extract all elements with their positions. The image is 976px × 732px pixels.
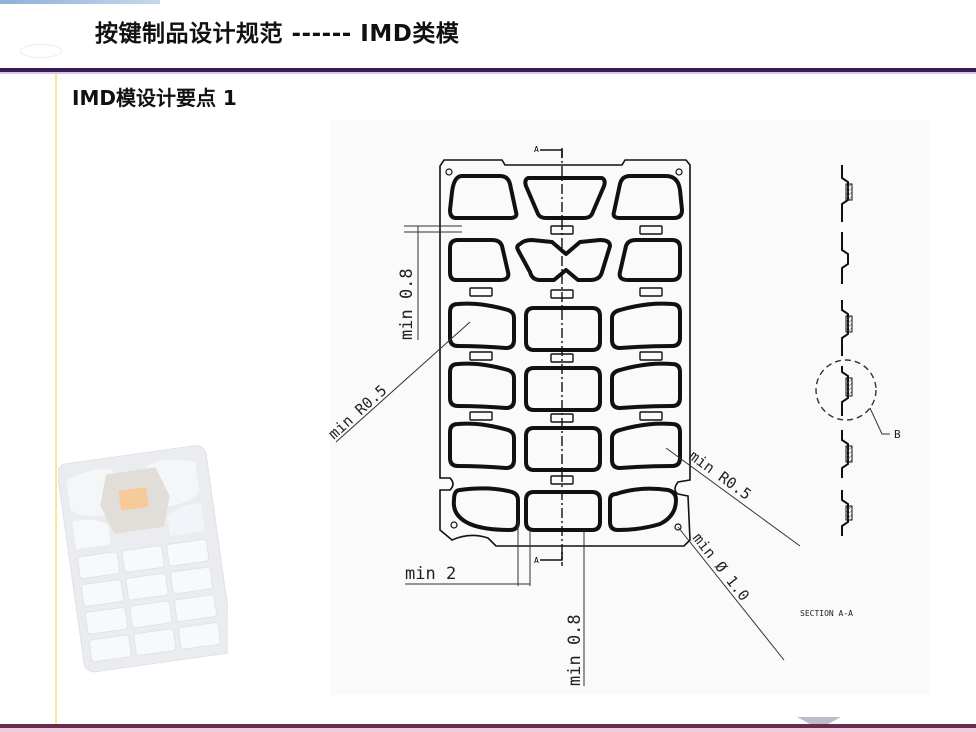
left-margin-rule	[55, 74, 57, 724]
svg-text:A: A	[534, 556, 539, 565]
dim-min-0.8-top: min 0.8	[397, 225, 462, 340]
dim-min-0.8-bottom: min 0.8	[565, 530, 585, 686]
frame-outline	[439, 159, 691, 547]
imd-keypad-drawing: A A min 0.8 min R0.5 min R0.5 min Ø 1.0 …	[325, 120, 930, 695]
svg-text:min 0.8: min 0.8	[397, 268, 417, 340]
svg-text:B: B	[894, 428, 901, 441]
section-title: IMD模设计要点 1	[72, 86, 237, 110]
top-accent-bar	[0, 0, 160, 4]
logo-mark	[20, 44, 62, 58]
svg-text:min 0.8: min 0.8	[565, 614, 585, 686]
svg-text:SECTION A-A: SECTION A-A	[800, 609, 853, 618]
footer-divider	[0, 724, 976, 728]
svg-text:min 2: min 2	[405, 564, 456, 584]
header-divider-shadow	[0, 72, 976, 74]
key-outlines	[448, 174, 684, 532]
detail-b-circle	[815, 359, 877, 421]
keypad-photo	[58, 445, 228, 673]
slide-title: 按键制品设计规范 ------ IMD类模	[95, 21, 460, 47]
svg-text:A: A	[534, 145, 539, 154]
footer-divider-shadow	[0, 728, 976, 732]
header-divider	[0, 68, 976, 72]
section-a-a-profile	[841, 165, 853, 536]
dim-min-2: min 2	[405, 520, 531, 586]
